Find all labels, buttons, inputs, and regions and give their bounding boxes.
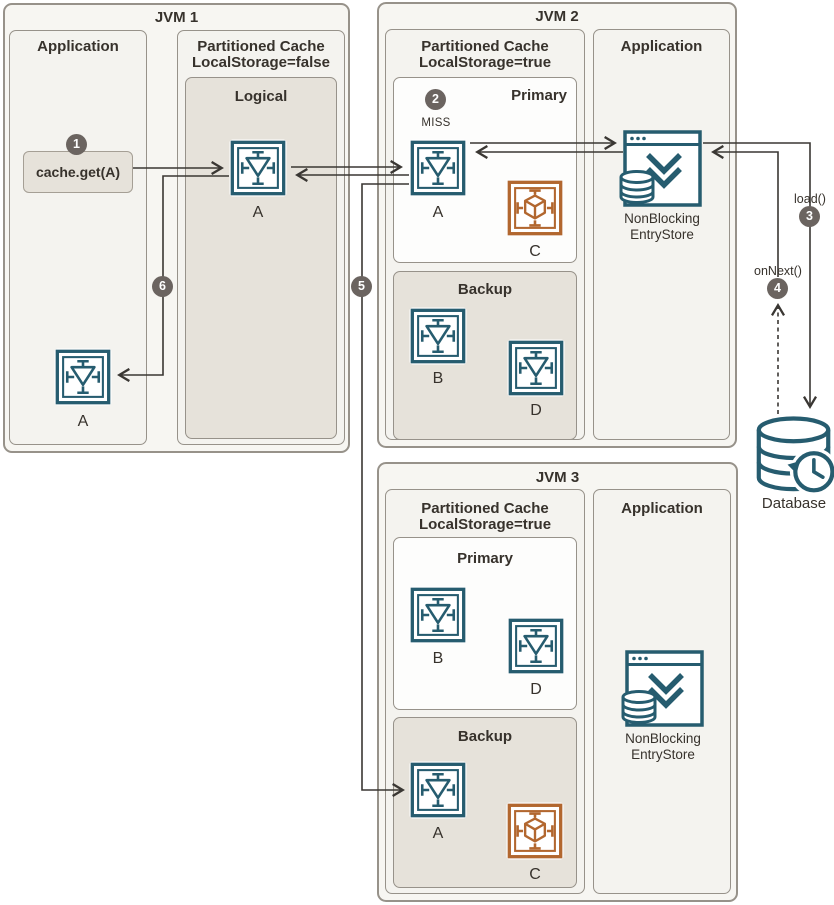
cache-get-label: cache.get(A) xyxy=(35,164,121,180)
arrow-onnext-to-entrystore xyxy=(711,144,779,277)
jvm3-application-title: Application xyxy=(621,500,703,517)
jvm1-logical-box xyxy=(185,77,337,439)
jvm2-primary-title: Primary xyxy=(511,87,567,104)
jvm3-primary-title: Primary xyxy=(457,550,513,567)
jvm2-application-box xyxy=(593,29,730,440)
load-label: load() xyxy=(794,192,826,206)
jvm1-partitioned-cache-title: Partitioned Cache LocalStorage=false xyxy=(177,39,345,71)
jvm1-pc-title-line2: LocalStorage=false xyxy=(192,54,330,71)
jvm2-title: JVM 2 xyxy=(535,8,579,25)
jvm3-primary-d-label: D xyxy=(530,681,542,698)
jvm2-pc-title-line2: LocalStorage=true xyxy=(418,54,552,71)
jvm2-backup-b-label: B xyxy=(432,370,444,387)
step-3-badge: 3 xyxy=(799,206,820,227)
entrystore-icon-jvm2 xyxy=(619,130,703,208)
jvm2-backup-d-label: D xyxy=(530,402,542,419)
cache-icon-jvm3-primary-d xyxy=(507,617,565,675)
jvm3-backup-title: Backup xyxy=(457,728,513,745)
jvm2-application-title: Application xyxy=(620,38,703,55)
cache-icon-jvm2-primary-a xyxy=(409,139,467,197)
jvm3-backup-c-label: C xyxy=(529,866,541,883)
arrow-logical-to-app-a-step6 xyxy=(117,175,229,383)
cache-icon-jvm2-backup-b xyxy=(409,307,467,365)
jvm3-title: JVM 3 xyxy=(535,469,580,486)
entrystore-label-jvm2: NonBlocking EntryStore xyxy=(597,211,727,242)
cache-get-call-box: cache.get(A) xyxy=(23,151,133,193)
jvm1-application-title: Application xyxy=(37,38,119,55)
step-4-badge: 4 xyxy=(767,278,788,299)
jvm3-primary-b-label: B xyxy=(432,650,444,667)
database-icon xyxy=(754,414,834,508)
cache-icon-logical-a xyxy=(229,139,287,197)
entrystore-jvm3-line1: NonBlocking xyxy=(625,731,701,746)
jvm2-primary-a-label: A xyxy=(432,204,444,221)
jvm2-primary-c-label: C xyxy=(529,243,541,260)
database-label: Database xyxy=(761,495,827,512)
jvm2-partitioned-cache-title: Partitioned Cache LocalStorage=true xyxy=(385,39,585,71)
step-2-badge: 2 xyxy=(425,89,446,110)
onnext-label: onNext() xyxy=(754,264,802,278)
entrystore-jvm2-line1: NonBlocking xyxy=(624,211,700,226)
cube-icon-jvm2-primary-c xyxy=(506,179,564,237)
cache-icon-jvm2-backup-d xyxy=(507,339,565,397)
jvm1-pc-title-line1: Partitioned Cache xyxy=(197,38,325,55)
step-5-badge: 5 xyxy=(351,276,372,297)
jvm1-title: JVM 1 xyxy=(154,9,199,26)
cache-icon-jvm3-backup-a xyxy=(409,761,467,819)
jvm3-partitioned-cache-title: Partitioned Cache LocalStorage=true xyxy=(385,501,585,533)
miss-label: MISS xyxy=(421,117,451,129)
cache-icon-jvm3-primary-b xyxy=(409,586,467,644)
jvm1-logical-title: Logical xyxy=(234,88,288,105)
entrystore-jvm3-line2: EntryStore xyxy=(631,746,695,762)
jvm2-pc-title-line1: Partitioned Cache xyxy=(421,38,549,55)
entrystore-icon-jvm3 xyxy=(621,650,705,728)
jvm2-backup-title: Backup xyxy=(457,281,513,298)
jvm3-pc-title-line1: Partitioned Cache xyxy=(421,500,549,517)
logical-a-label: A xyxy=(252,204,264,221)
jvm3-pc-title-line2: LocalStorage=true xyxy=(418,516,552,533)
cube-icon-jvm3-backup-c xyxy=(506,802,564,860)
arrow-jvm2a-to-jvm3-backup-step5 xyxy=(361,183,409,798)
step-6-badge: 6 xyxy=(152,276,173,297)
cache-icon-jvm1-app-a xyxy=(54,348,112,406)
entrystore-jvm2-line2: EntryStore xyxy=(630,226,694,242)
arrow-load-to-database xyxy=(703,142,818,409)
jvm3-backup-a-label: A xyxy=(432,825,444,842)
step-1-badge: 1 xyxy=(66,134,87,155)
entrystore-label-jvm3: NonBlocking EntryStore xyxy=(598,731,728,762)
jvm1-app-a-label: A xyxy=(77,413,89,430)
